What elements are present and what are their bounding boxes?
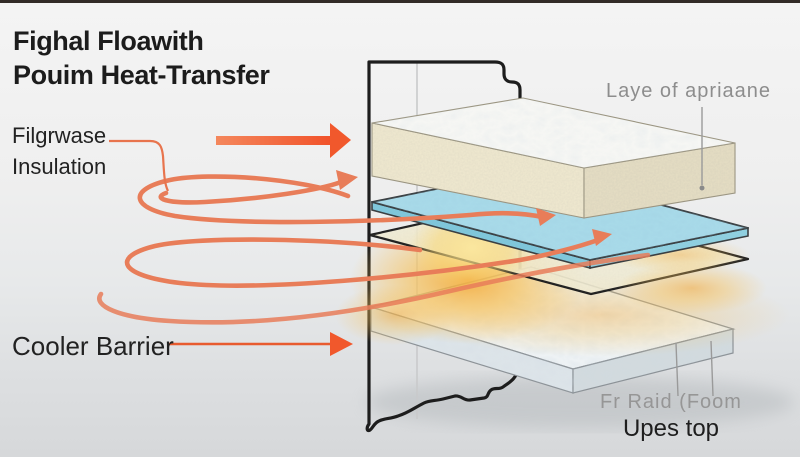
spiral-arrowhead-3 [592, 229, 612, 246]
top-foam-board-layer [371, 97, 736, 219]
heat-spiral-arrows [97, 170, 651, 325]
insulation-leader-line [109, 139, 170, 192]
foam-leader-line-2 [710, 340, 714, 397]
floor-shadow [365, 376, 795, 428]
spiral-arrowhead-1 [336, 170, 358, 190]
top-border-strip [0, 0, 800, 3]
spiral-arrowhead-2 [536, 208, 556, 226]
leader-lines [109, 107, 714, 397]
membrane-leader-dot [699, 185, 705, 191]
foam-leader-line-1 [675, 342, 679, 397]
heat-arrow-top [216, 123, 351, 158]
cooler-barrier-arrow [167, 332, 353, 356]
wall-torn-panel-outline [365, 60, 522, 433]
